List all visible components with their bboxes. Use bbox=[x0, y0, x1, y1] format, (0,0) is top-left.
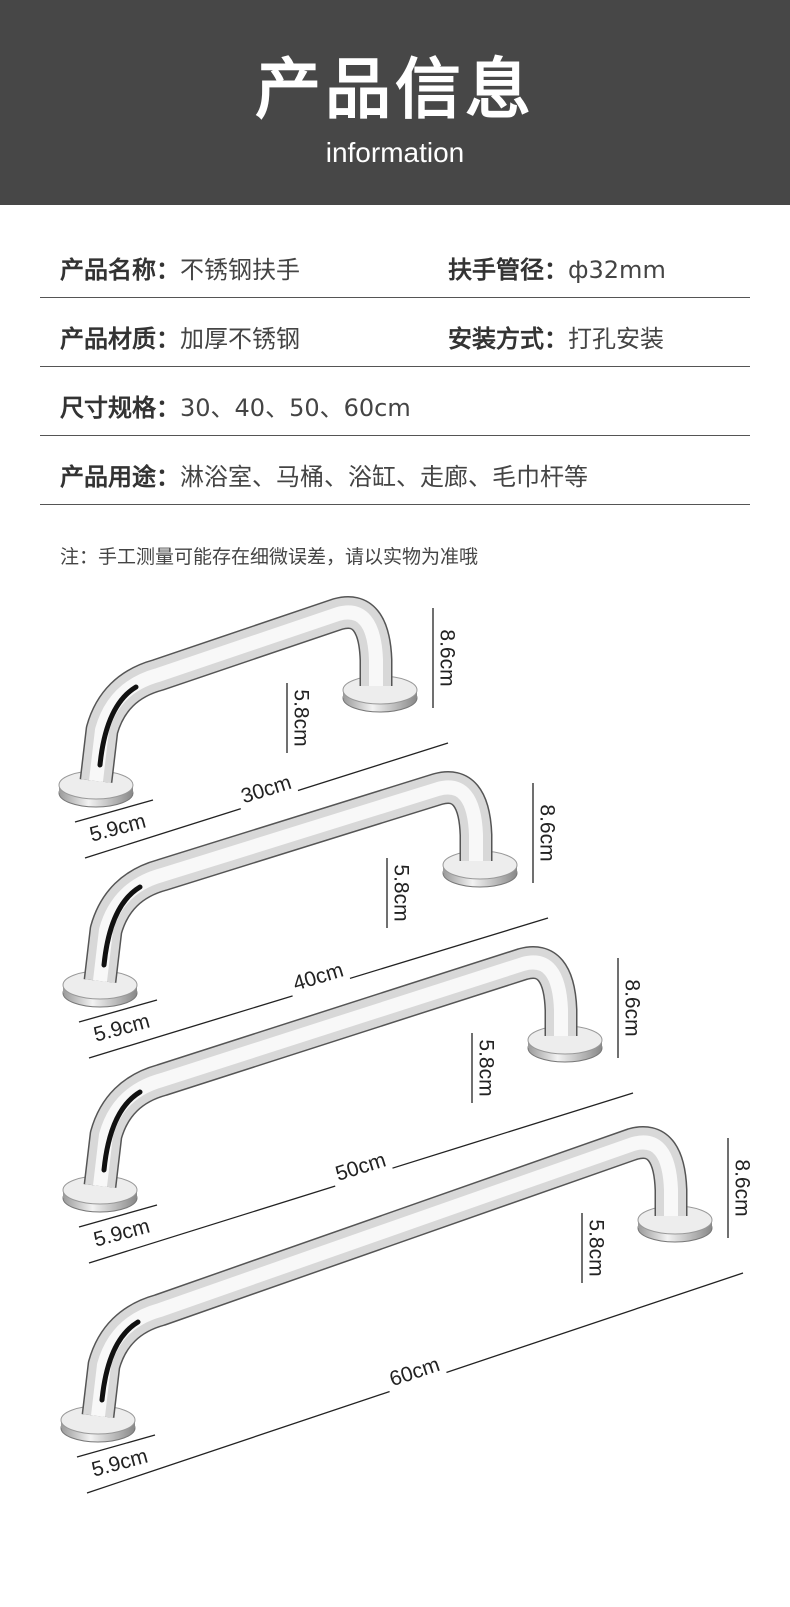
spec-label: 产品用途： bbox=[60, 463, 180, 491]
tube-highlight bbox=[91, 1135, 678, 1417]
spec-label: 安装方式： bbox=[448, 325, 568, 353]
height-label: 8.6cm bbox=[620, 979, 643, 1036]
spec-label: 扶手管径： bbox=[448, 256, 568, 284]
tube-reflection bbox=[101, 1089, 143, 1173]
spec-value: 30、40、50、60cm bbox=[180, 394, 411, 422]
tube-reflection bbox=[99, 1319, 141, 1403]
spec-value: 加厚不锈钢 bbox=[180, 325, 300, 353]
page-title: 产品信息 bbox=[255, 51, 535, 128]
spec-value: 不锈钢扶手 bbox=[180, 256, 300, 284]
spec-row: 产品用途：淋浴室、马桶、浴缸、走廊、毛巾杆等 bbox=[40, 435, 750, 505]
tube bbox=[85, 772, 491, 983]
height-label: 8.6cm bbox=[435, 629, 458, 686]
height-label: 8.6cm bbox=[535, 804, 558, 861]
inner-height-label: 5.8cm bbox=[474, 1039, 497, 1096]
inner-height-label: 5.8cm bbox=[289, 689, 312, 746]
page-subtitle: information bbox=[325, 137, 465, 168]
tube bbox=[81, 597, 391, 783]
spec-value: 淋浴室、马桶、浴缸、走廊、毛巾杆等 bbox=[180, 463, 588, 491]
spec-value: ф32mm bbox=[568, 256, 666, 284]
tube-highlight bbox=[93, 955, 568, 1187]
measurement-note: 注：手工测量可能存在细微误差，请以实物为准哦 bbox=[60, 546, 479, 568]
base-dimension-line bbox=[76, 1434, 156, 1458]
tube-reflection bbox=[101, 884, 143, 968]
spec-row: 尺寸规格：30、40、50、60cm bbox=[40, 366, 750, 436]
length-label-bg bbox=[382, 1352, 448, 1394]
tube-highlight bbox=[89, 605, 383, 782]
header-banner: 产品信息 information bbox=[0, 0, 790, 205]
tube-reflection bbox=[97, 684, 139, 768]
base-dimension-line bbox=[78, 1204, 158, 1228]
spec-row: 产品名称：不锈钢扶手 扶手管径：ф32mm bbox=[40, 228, 750, 298]
base-label: 5.9cm bbox=[89, 1445, 150, 1482]
spec-value: 打孔安装 bbox=[568, 325, 664, 353]
spec-row: 产品材质：加厚不锈钢 安装方式：打孔安装 bbox=[40, 297, 750, 367]
base-dimension-line bbox=[74, 799, 154, 823]
inner-height-label: 5.8cm bbox=[584, 1219, 607, 1276]
length-label-bg bbox=[286, 957, 351, 999]
spec-label: 产品名称： bbox=[60, 256, 180, 284]
height-label: 8.6cm bbox=[730, 1159, 753, 1216]
spec-label: 尺寸规格： bbox=[60, 394, 180, 422]
spec-label: 产品材质： bbox=[60, 325, 180, 353]
inner-height-label: 5.8cm bbox=[389, 864, 412, 921]
base-dimension-line bbox=[78, 999, 158, 1023]
length-label-bg bbox=[234, 770, 299, 811]
tube-highlight bbox=[93, 780, 483, 982]
length-label-bg bbox=[328, 1147, 394, 1189]
